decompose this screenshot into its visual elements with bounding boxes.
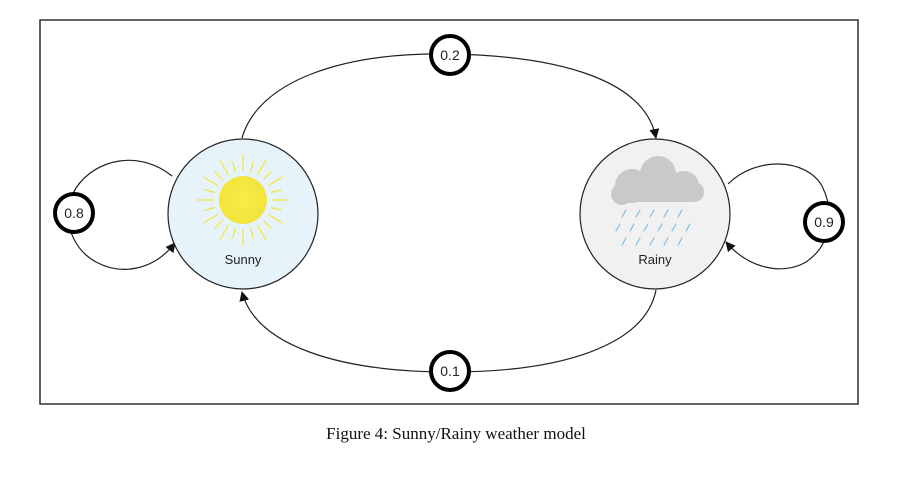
sun-ray <box>202 213 219 224</box>
rain-cloud-icon <box>611 156 704 246</box>
sun-ray <box>256 159 267 176</box>
figure-frame <box>39 19 859 405</box>
sun-ray <box>270 189 282 194</box>
sun-ray <box>232 227 237 239</box>
sun-ray <box>219 224 230 241</box>
probability-label-sunny-to-rainy: 0.2 <box>440 47 460 63</box>
sun-icon <box>197 154 289 246</box>
sun-ray <box>270 206 282 211</box>
rain-drop <box>663 237 669 246</box>
rain-drop <box>663 209 669 218</box>
probability-badge-rainy-to-sunny: 0.1 <box>429 350 471 392</box>
sun-ray <box>249 161 254 173</box>
probability-label-rainy-to-sunny: 0.1 <box>440 363 460 379</box>
sun-ray <box>204 206 216 211</box>
rain-drop <box>643 223 649 232</box>
rain-drop <box>621 209 627 218</box>
state-label-sunny: Sunny <box>225 252 262 267</box>
probability-badge-rainy-self: 0.9 <box>803 201 845 243</box>
sun-ray <box>256 224 267 241</box>
rain-drop <box>671 223 677 232</box>
sun-ray <box>214 171 223 180</box>
state-label-rainy: Rainy <box>638 252 672 267</box>
figure-caption: Figure 4: Sunny/Rainy weather model <box>326 424 586 443</box>
sun-ray <box>202 176 219 187</box>
sun-ray <box>249 227 254 239</box>
state-rainy: Rainy <box>579 138 731 290</box>
rain-drop <box>677 237 683 246</box>
sun-ray <box>263 171 272 180</box>
rain-drop <box>677 209 683 218</box>
sun-ray <box>263 220 272 229</box>
sun-ray <box>232 161 237 173</box>
rain-drop <box>629 223 635 232</box>
probability-badge-sunny-self: 0.8 <box>53 192 95 234</box>
sun-ray <box>219 159 230 176</box>
sun-ray <box>214 220 223 229</box>
rain-drop <box>635 209 641 218</box>
probability-label-sunny-self: 0.8 <box>64 205 84 221</box>
sun-ray <box>204 189 216 194</box>
rain-drop <box>649 209 655 218</box>
probability-label-rainy-self: 0.9 <box>814 214 834 230</box>
rain-drop <box>649 237 655 246</box>
rain-drop <box>615 223 621 232</box>
probability-badge-sunny-to-rainy: 0.2 <box>429 34 471 76</box>
rain-drop <box>685 223 691 232</box>
sun-ray <box>267 213 284 224</box>
rain-drop <box>621 237 627 246</box>
sun-ray <box>267 176 284 187</box>
rain-drop <box>635 237 641 246</box>
state-sunny: Sunny <box>167 138 319 290</box>
rain-drop <box>657 223 663 232</box>
